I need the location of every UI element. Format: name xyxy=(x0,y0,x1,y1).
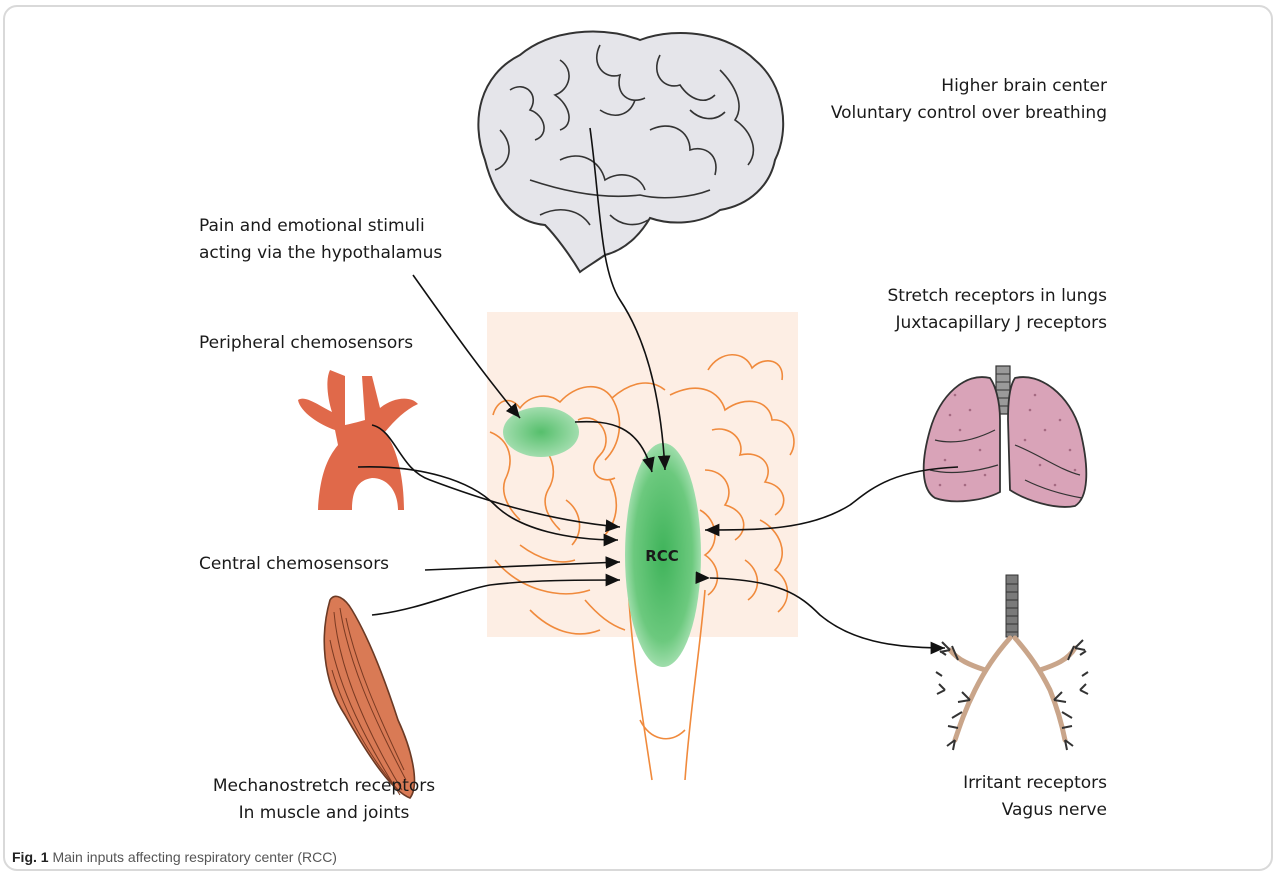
label-hypothalamus: Pain and emotional stimuli acting via th… xyxy=(199,213,442,267)
label-peripheral-chemosensors: Peripheral chemosensors xyxy=(199,330,413,357)
label-mechanostretch: Mechanostretch receptors In muscle and j… xyxy=(194,773,454,827)
caption-label: Fig. 1 xyxy=(12,849,49,865)
label-stretch-receptors: Stretch receptors in lungs Juxtacapillar… xyxy=(887,283,1107,337)
lungs-illustration xyxy=(924,366,1087,507)
label-central-chemosensors: Central chemosensors xyxy=(199,551,389,578)
rcc-label: RCC xyxy=(645,547,679,565)
label-irritant-receptors: Irritant receptors Vagus nerve xyxy=(963,770,1107,824)
label-higher-brain: Higher brain center Voluntary control ov… xyxy=(831,73,1107,127)
hypothalamus-ellipse xyxy=(503,407,579,457)
caption-text: Main inputs affecting respiratory center… xyxy=(52,849,337,865)
brain-illustration xyxy=(478,32,783,272)
muscle-illustration xyxy=(324,596,414,798)
figure-caption: Fig. 1 Main inputs affecting respiratory… xyxy=(12,849,337,865)
bronchial-tree-illustration xyxy=(936,575,1088,750)
aortic-arch-illustration xyxy=(298,370,418,510)
